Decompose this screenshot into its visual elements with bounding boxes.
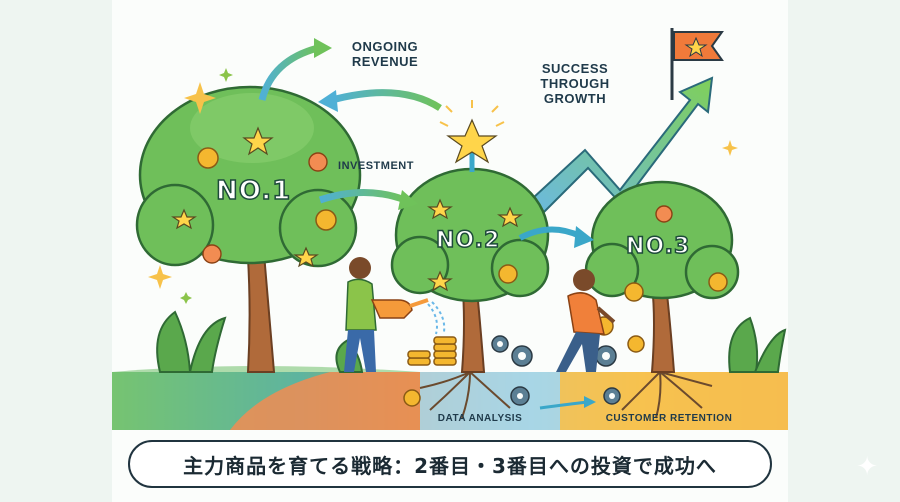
- success-label: SUCCESS THROUGH GROWTH: [520, 61, 630, 107]
- growth-arrow-icon: [518, 76, 714, 224]
- tree-no1: [135, 85, 362, 373]
- tree-no2: [390, 138, 550, 373]
- sparkle-icon: [148, 82, 738, 289]
- success-line: SUCCESS: [541, 61, 609, 76]
- bushes: [156, 310, 787, 373]
- roots: [419, 371, 713, 419]
- tree2-label: NO.2: [435, 227, 501, 254]
- caption-banner: 主力商品を育てる戦略：2番目・3番目への投資で成功へ: [128, 440, 772, 488]
- star-icon: [171, 118, 523, 292]
- tree1-label: NO.1: [215, 175, 292, 207]
- revenue-line: REVENUE: [351, 53, 419, 69]
- customer-retention-label: CUSTOMER RETENTION: [605, 413, 733, 424]
- investment-label: INVESTMENT: [338, 160, 414, 172]
- ongoing-revenue-label: ONGOING REVENUE: [330, 39, 440, 70]
- data-analysis-label: DATA ANALYSIS: [437, 413, 523, 424]
- next-tree-arrow: [574, 226, 594, 248]
- growth-line: GROWTH: [543, 90, 607, 106]
- ongoing-arrow: [314, 38, 332, 58]
- sparkle-icon: ✦: [856, 452, 878, 482]
- return-arrow: [318, 90, 338, 112]
- flag-icon: [670, 28, 724, 100]
- through-line: THROUGH: [540, 75, 610, 91]
- fruits: [202, 152, 673, 264]
- ongoing-line: ONGOING: [351, 39, 419, 54]
- star-glow: [439, 100, 505, 127]
- coin-icon: [197, 147, 728, 407]
- coin-stack: [407, 336, 457, 366]
- tree3-label: NO.3: [625, 233, 691, 260]
- investment-arrow: [398, 190, 418, 210]
- person-watering: [344, 257, 446, 372]
- person-planting: [556, 269, 616, 372]
